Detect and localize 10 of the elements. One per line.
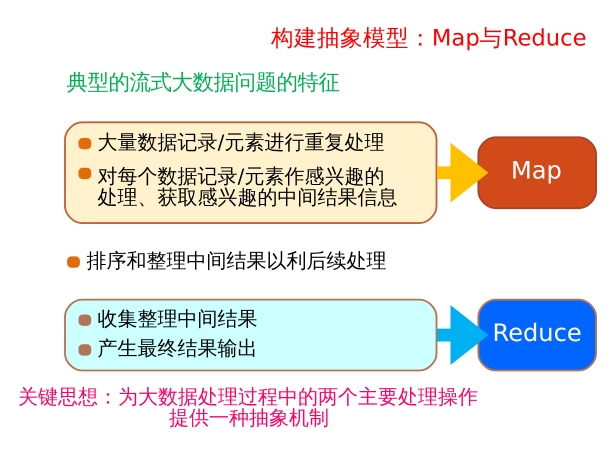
label: 排序和整理中间结果以利后续处理 <box>86 248 386 272</box>
arrow <box>437 142 488 202</box>
label: 典型的流式大数据问题的特征 <box>66 70 340 96</box>
node-box: 大量数据记录/元素进行重复处理 对每个数据记录/元素作感兴趣的处理、获取感兴趣的中间结果信息 <box>64 120 438 224</box>
node-box: Map <box>477 136 597 209</box>
label: 关键思想：为大数据处理过程中的两个主要处理操作提供一种抽象机制 <box>18 384 478 430</box>
arrow <box>437 304 488 364</box>
node-box: 收集整理中间结果 产生最终结果输出 <box>64 298 438 371</box>
diagram-title: 构建抽象模型：Map与Reduce <box>270 24 587 51</box>
node-box: Reduce <box>477 298 597 371</box>
